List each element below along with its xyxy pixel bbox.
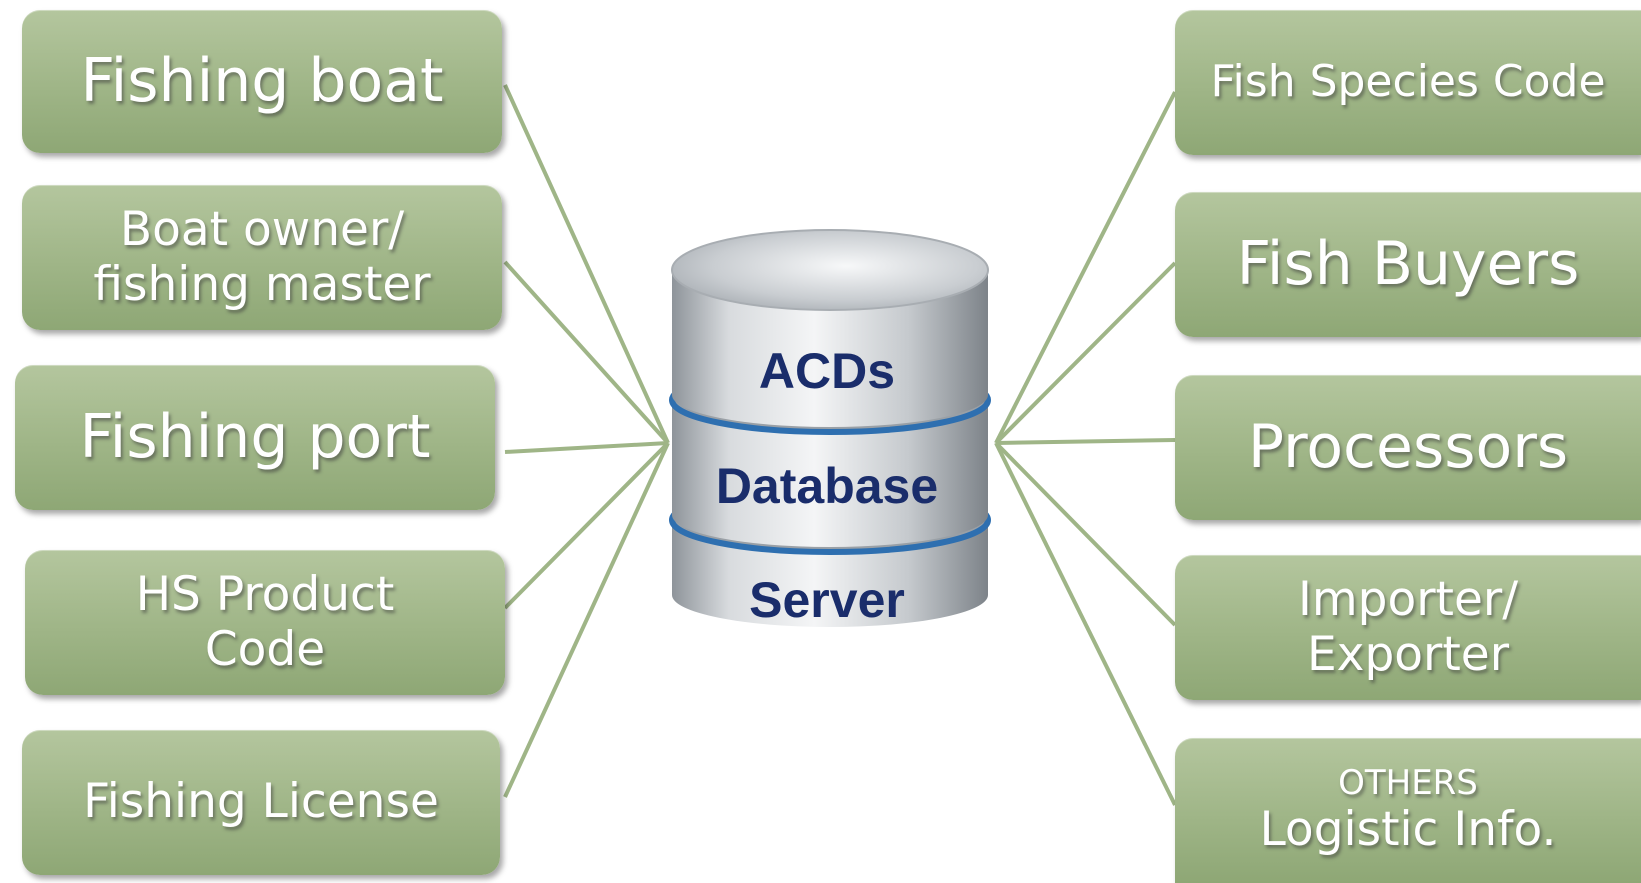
box-fishing-license: Fishing License: [22, 730, 500, 875]
box-fish-species-code: Fish Species Code: [1175, 10, 1641, 155]
box-label: HS Product: [135, 567, 395, 623]
connector-line: [994, 441, 1177, 627]
connector-line: [994, 261, 1177, 445]
box-importer-exporter: Importer/ Exporter: [1175, 555, 1641, 700]
box-label: Fishing port: [79, 402, 431, 472]
box-label: fishing master: [93, 256, 431, 312]
db-layer-label-acds: ACDs: [758, 343, 896, 399]
box-label: Fish Buyers: [1236, 229, 1580, 299]
connector-line: [503, 442, 670, 798]
box-processors: Processors: [1175, 375, 1641, 520]
box-hs-product-code: HS Product Code: [25, 550, 505, 695]
box-fishing-port: Fishing port: [15, 365, 495, 510]
db-layer-label-server: Server: [749, 572, 905, 628]
connector-line: [994, 442, 1177, 806]
box-boat-owner: Boat owner/ fishing master: [22, 185, 502, 330]
box-label: Boat owner/: [119, 202, 405, 258]
connector-line: [994, 91, 1177, 444]
box-label: Importer/: [1297, 572, 1519, 628]
box-label: Fishing boat: [80, 46, 444, 116]
box-label: Exporter: [1306, 626, 1510, 682]
connector-line: [503, 441, 670, 610]
connector-line: [503, 260, 670, 445]
connector-line: [504, 441, 669, 454]
connector-line: [503, 84, 670, 444]
connector-line: [995, 438, 1176, 445]
box-label: Fish Species Code: [1210, 56, 1606, 108]
database-icon: [669, 229, 991, 627]
db-layer-label-database: Database: [715, 458, 939, 514]
box-fishing-boat: Fishing boat: [22, 10, 502, 153]
box-others-logistic-info: OTHERS Logistic Info.: [1175, 738, 1641, 883]
box-label: OTHERS: [1338, 762, 1478, 803]
box-label: Code: [204, 621, 326, 677]
box-fish-buyers: Fish Buyers: [1175, 192, 1641, 337]
box-label: Logistic Info.: [1259, 802, 1557, 858]
box-label: Fishing License: [83, 774, 439, 830]
box-label: Processors: [1247, 412, 1569, 482]
